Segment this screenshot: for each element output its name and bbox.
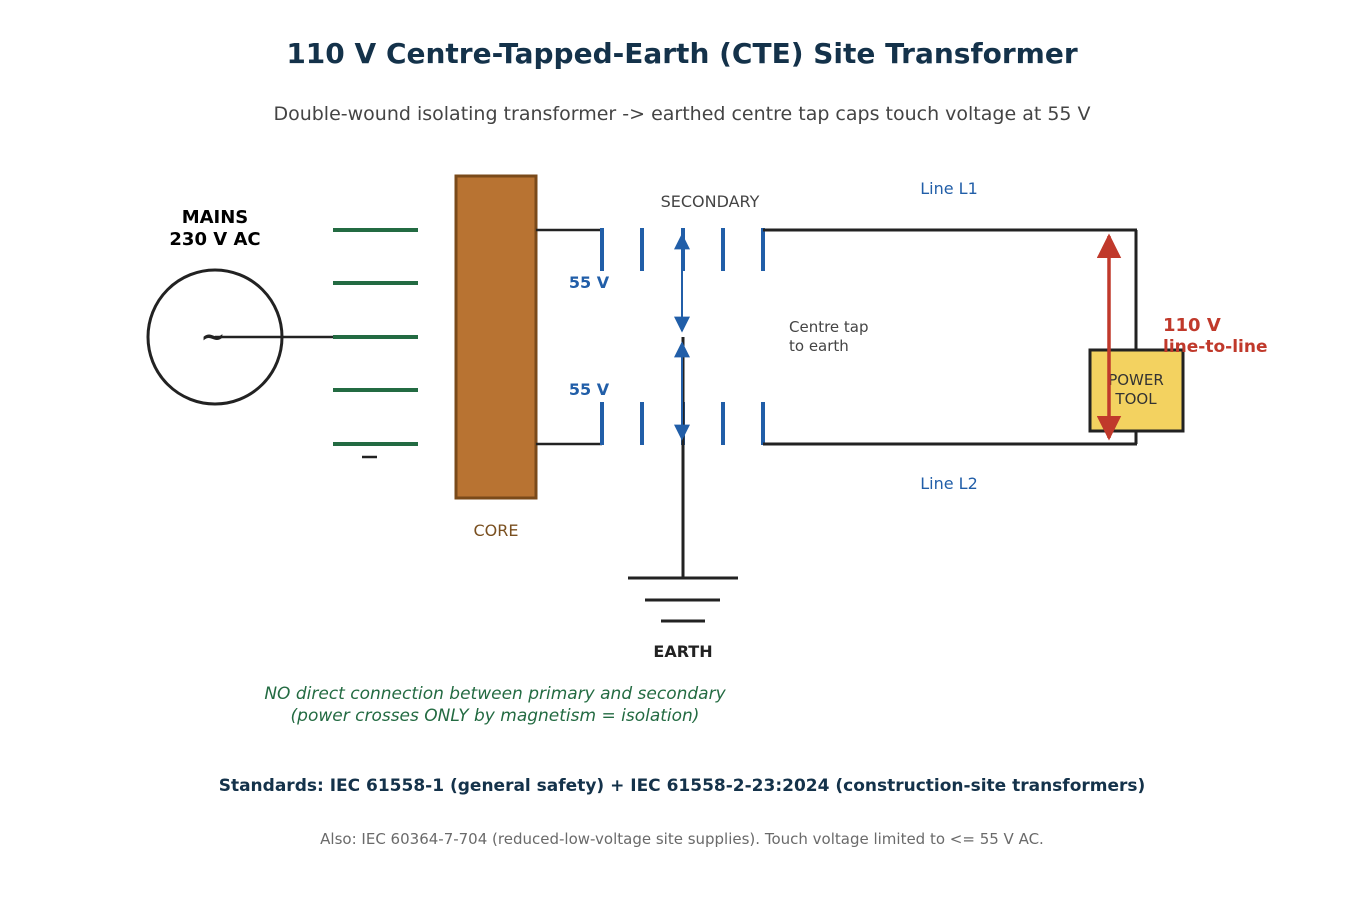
core-label: CORE [474,521,519,540]
secondary-label: SECONDARY [661,192,760,211]
line-l1-label: Line L1 [920,179,978,198]
line-to-line-voltage-label: 110 V [1163,315,1221,336]
mains-label: MAINS [182,207,249,228]
isolation-note-2: (power crosses ONLY by magnetism = isola… [291,706,700,726]
upper-half-voltage-label: 55 V [569,273,610,292]
earth-label: EARTH [653,642,712,661]
primary-winding [333,228,418,446]
lower-half-voltage-label: 55 V [569,380,610,399]
power-tool-label: POWER [1108,371,1164,389]
footnote: Also: IEC 60364-7-704 (reduced-low-volta… [320,830,1044,848]
centre-tap-label-2: to earth [789,337,849,355]
power-tool-label-2: TOOL [1114,390,1157,408]
transformer-core [454,174,538,500]
page-title: 110 V Centre-Tapped-Earth (CTE) Site Tra… [286,37,1078,70]
isolation-note: NO direct connection between primary and… [264,684,726,704]
page-subtitle: Double-wound isolating transformer -> ea… [273,103,1090,125]
standards-note: Standards: IEC 61558-1 (general safety) … [219,776,1146,796]
line-to-line-voltage-label-2: line-to-line [1163,337,1268,357]
line-l2-label: Line L2 [920,474,978,493]
centre-tap-label: Centre tap [789,318,869,336]
mains-voltage-label: 230 V AC [169,229,260,250]
